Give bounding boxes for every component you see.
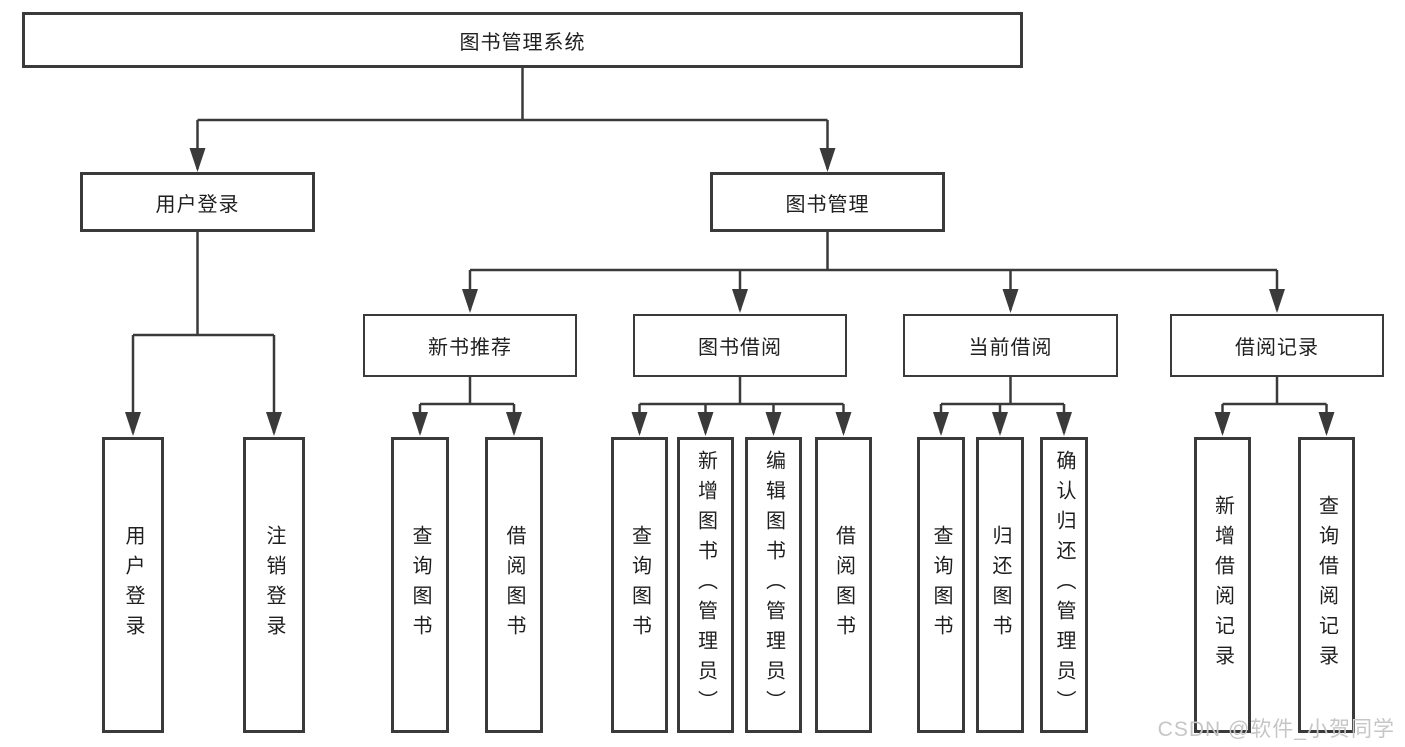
leaf-label: 借阅图书 <box>832 525 855 645</box>
leaf-edit-book-admin: 编辑图书（管理员） <box>745 437 802 733</box>
leaf-add-borrow-record: 新增借阅记录 <box>1194 437 1251 733</box>
node-user-login: 用户登录 <box>80 172 315 232</box>
leaf-label: 查询借阅记录 <box>1315 495 1338 675</box>
node-label: 当前借阅 <box>968 337 1053 359</box>
leaf-recommend-query-books: 查询图书 <box>391 437 449 733</box>
leaf-logout-login: 注销登录 <box>243 437 305 733</box>
leaf-borrowing-borrow-books: 借阅图书 <box>815 437 872 733</box>
node-library-management-system: 图书管理系统 <box>22 12 1023 68</box>
node-label: 借阅记录 <box>1235 337 1319 359</box>
leaf-borrowing-query-books: 查询图书 <box>611 437 668 733</box>
leaf-user-login: 用户登录 <box>102 437 164 733</box>
node-new-book-recommendation: 新书推荐 <box>363 314 577 377</box>
leaf-label: 编辑图书（管理员） <box>762 450 785 720</box>
node-label: 新书推荐 <box>428 337 512 359</box>
node-label: 图书管理 <box>785 193 870 216</box>
node-label: 图书管理系统 <box>459 31 586 54</box>
leaf-label: 新增借阅记录 <box>1211 495 1234 675</box>
node-book-borrowing: 图书借阅 <box>633 314 847 377</box>
node-book-management: 图书管理 <box>710 172 945 232</box>
leaf-label: 新增图书（管理员） <box>694 450 717 720</box>
leaf-current-query-books: 查询图书 <box>917 437 965 733</box>
leaf-confirm-return-admin: 确认归还（管理员） <box>1040 437 1088 733</box>
leaf-label: 查询图书 <box>930 525 952 645</box>
leaf-return-books: 归还图书 <box>976 437 1024 733</box>
leaf-label: 借阅图书 <box>503 525 525 645</box>
leaf-add-book-admin: 新增图书（管理员） <box>677 437 734 733</box>
node-label: 图书借阅 <box>698 337 782 359</box>
leaf-label: 用户登录 <box>122 525 144 645</box>
node-current-borrowing: 当前借阅 <box>903 314 1118 377</box>
leaf-label: 查询图书 <box>409 525 431 645</box>
node-label: 用户登录 <box>155 193 240 216</box>
leaf-query-borrow-record: 查询借阅记录 <box>1298 437 1355 733</box>
csdn-watermark: CSDN @软件_小贺同学 <box>1157 718 1395 741</box>
leaf-label: 归还图书 <box>989 525 1011 645</box>
leaf-label: 注销登录 <box>263 525 285 645</box>
leaf-label: 查询图书 <box>628 525 651 645</box>
node-borrowing-records: 借阅记录 <box>1170 314 1384 377</box>
leaf-recommend-borrow-books: 借阅图书 <box>485 437 543 733</box>
leaf-label: 确认归还（管理员） <box>1053 450 1075 720</box>
